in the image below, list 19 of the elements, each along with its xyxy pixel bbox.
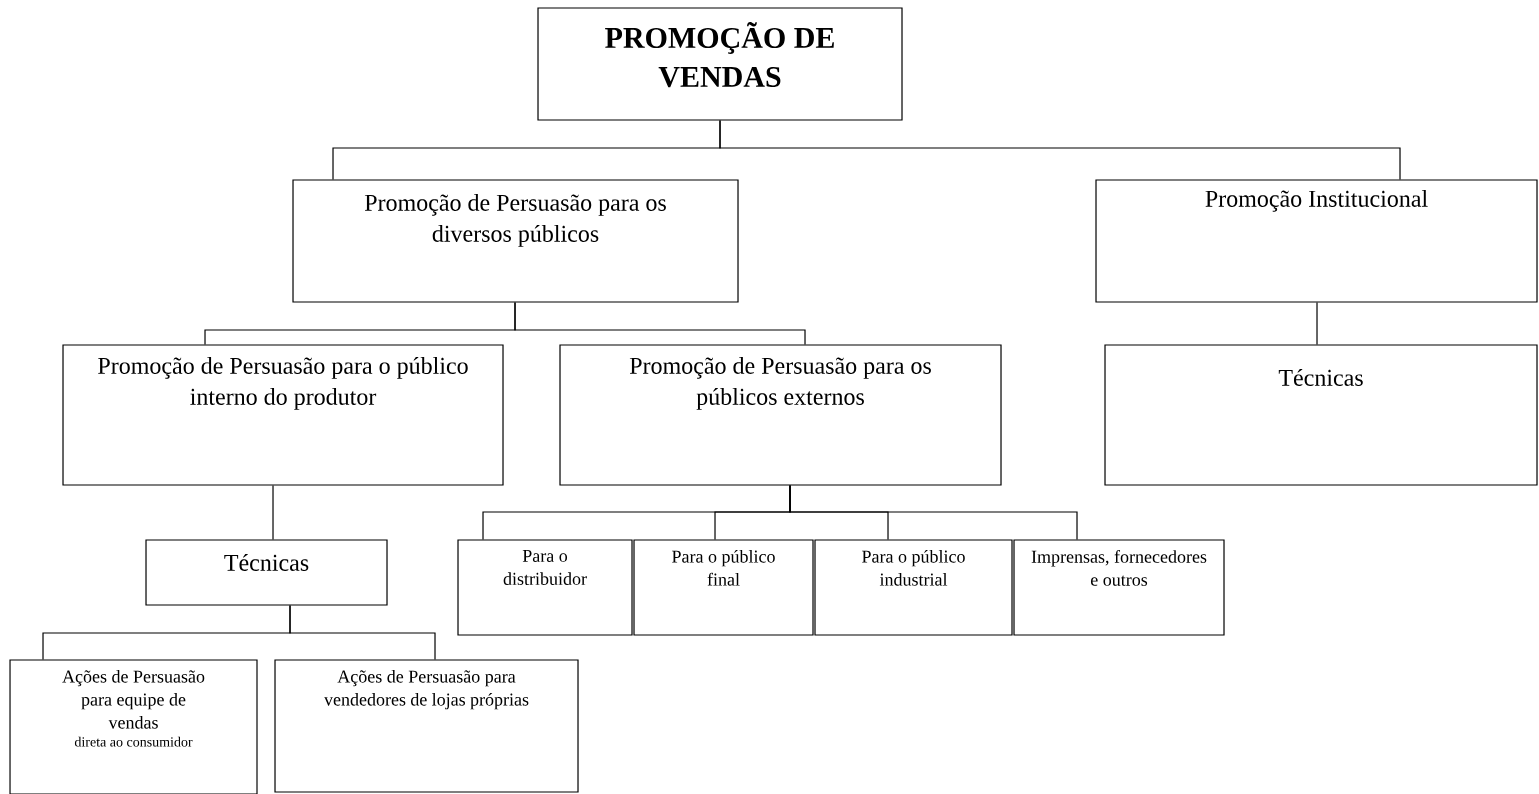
connector-line — [272, 485, 274, 540]
connector-line — [789, 485, 1078, 540]
process-box: Ações de Persuasão para equipe de vendas direta ao consumidor — [9, 659, 258, 794]
connector-line — [1316, 302, 1318, 345]
process-box: Promoção Institucional — [1095, 179, 1538, 303]
process-box: Para o público industrial — [814, 539, 1013, 636]
process-box: Ações de Persuasão para vendedores de lojas próprias — [274, 659, 579, 793]
process-box: PROMOÇÃO DE VENDAS — [537, 7, 903, 121]
process-box: Para o distribuidor — [457, 539, 633, 636]
process-box: Técnicas — [1104, 344, 1538, 486]
process-box: Promoção de Persuasão para o público interno do produtor — [62, 344, 504, 486]
process-box: Imprensas, fornecedores e outros — [1013, 539, 1225, 636]
process-box: Promoção de Persuasão para os diversos públicos — [292, 179, 739, 303]
process-box: Para o público final — [633, 539, 814, 636]
process-box: Técnicas — [145, 539, 388, 606]
connector-line — [289, 605, 436, 660]
process-box: Promoção de Persuasão para os públicos externos — [559, 344, 1002, 486]
connector-line — [719, 120, 1401, 180]
connector-line — [514, 302, 806, 345]
